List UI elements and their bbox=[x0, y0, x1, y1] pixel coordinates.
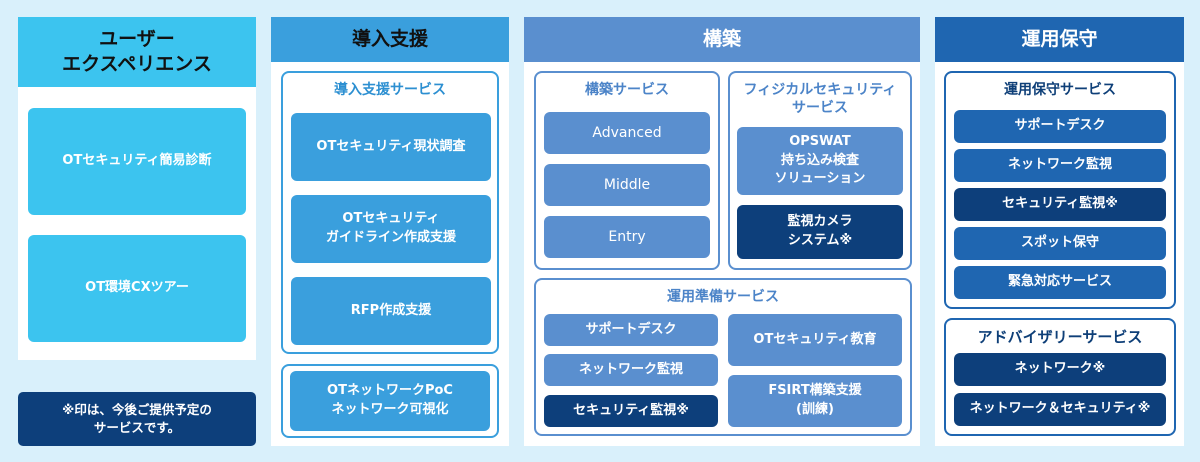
cx-item-tour: OT環境CXツアー bbox=[28, 235, 246, 342]
intro-service-title: 導入支援サービス bbox=[334, 82, 446, 98]
ops-item-spot: スポット保守 bbox=[954, 227, 1166, 260]
ops-item-security: セキュリティ監視※ bbox=[954, 188, 1166, 221]
col1-header: ユーザー エクスペリエンス bbox=[18, 17, 256, 87]
build-service-title: 構築サービス bbox=[585, 82, 669, 98]
cx-item-diagnosis: OTセキュリティ簡易診断 bbox=[28, 108, 246, 215]
ops-service-title: 運用保守サービス bbox=[1004, 82, 1116, 98]
ops-item-network: ネットワーク監視 bbox=[954, 149, 1166, 182]
prep-item-security: セキュリティ監視※ bbox=[544, 395, 718, 427]
advisory-item-network-security: ネットワーク＆セキュリティ※ bbox=[954, 393, 1166, 426]
ops-item-emergency: 緊急対応サービス bbox=[954, 266, 1166, 299]
physical-service-title: フィジカルセキュリティ サービス bbox=[743, 82, 897, 117]
intro-item-guideline: OTセキュリティ ガイドライン作成支援 bbox=[291, 195, 491, 263]
note-box: ※印は、今後ご提供予定の サービスです。 bbox=[18, 392, 256, 446]
prep-item-support: サポートデスク bbox=[544, 314, 718, 346]
advisory-service-title: アドバイザリーサービス bbox=[977, 328, 1143, 346]
prep-item-network: ネットワーク監視 bbox=[544, 354, 718, 386]
build-item-advanced: Advanced bbox=[544, 112, 710, 154]
poc-item: OTネットワークPoC ネットワーク可視化 bbox=[290, 371, 490, 431]
intro-item-rfp: RFP作成支援 bbox=[291, 277, 491, 345]
ops-item-support: サポートデスク bbox=[954, 110, 1166, 143]
col2-header: 導入支援 bbox=[271, 17, 509, 62]
col4-header: 運用保守 bbox=[935, 17, 1184, 62]
prep-item-education: OTセキュリティ教育 bbox=[728, 314, 902, 366]
advisory-item-network: ネットワーク※ bbox=[954, 353, 1166, 386]
intro-item-survey: OTセキュリティ現状調査 bbox=[291, 113, 491, 181]
prep-item-fsirt: FSIRT構築支援 (訓練) bbox=[728, 375, 902, 427]
build-item-middle: Middle bbox=[544, 164, 710, 206]
prep-service-title: 運用準備サービス bbox=[667, 289, 779, 305]
physical-item-camera: 監視カメラ システム※ bbox=[737, 205, 903, 259]
physical-item-opswat: OPSWAT 持ち込み検査 ソリューション bbox=[737, 127, 903, 195]
col3-header: 構築 bbox=[524, 17, 920, 62]
build-item-entry: Entry bbox=[544, 216, 710, 258]
